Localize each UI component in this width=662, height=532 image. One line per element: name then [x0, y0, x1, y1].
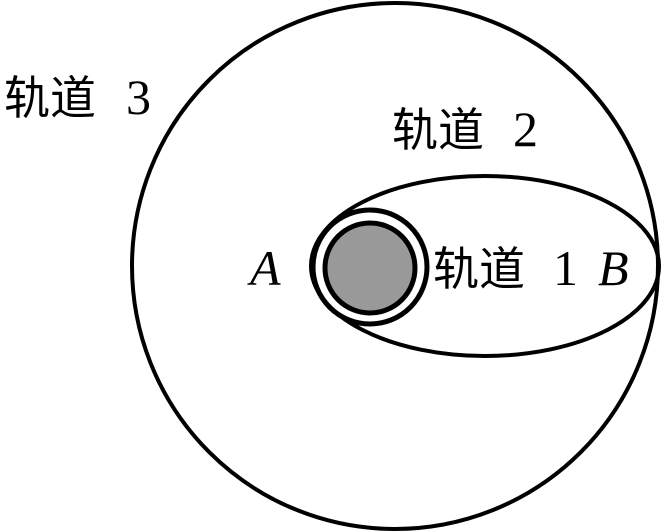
label-orbit-3: 轨道 3 — [4, 69, 151, 125]
label-orbit-1-number: 1 — [553, 240, 578, 296]
label-orbit-3-number: 3 — [126, 69, 151, 125]
label-orbit-2: 轨道 2 — [392, 101, 538, 157]
orbit-1-circle — [310, 207, 430, 327]
label-orbit-3-text: 轨道 — [4, 71, 96, 125]
label-orbit-1: 轨道 1 — [433, 240, 578, 296]
point-b-label: B — [598, 240, 629, 296]
label-orbit-1-text: 轨道 — [433, 242, 525, 296]
planet — [322, 220, 418, 316]
point-a-label: A — [247, 240, 281, 296]
label-orbit-2-text: 轨道 — [392, 103, 484, 157]
label-orbit-2-number: 2 — [513, 101, 538, 157]
